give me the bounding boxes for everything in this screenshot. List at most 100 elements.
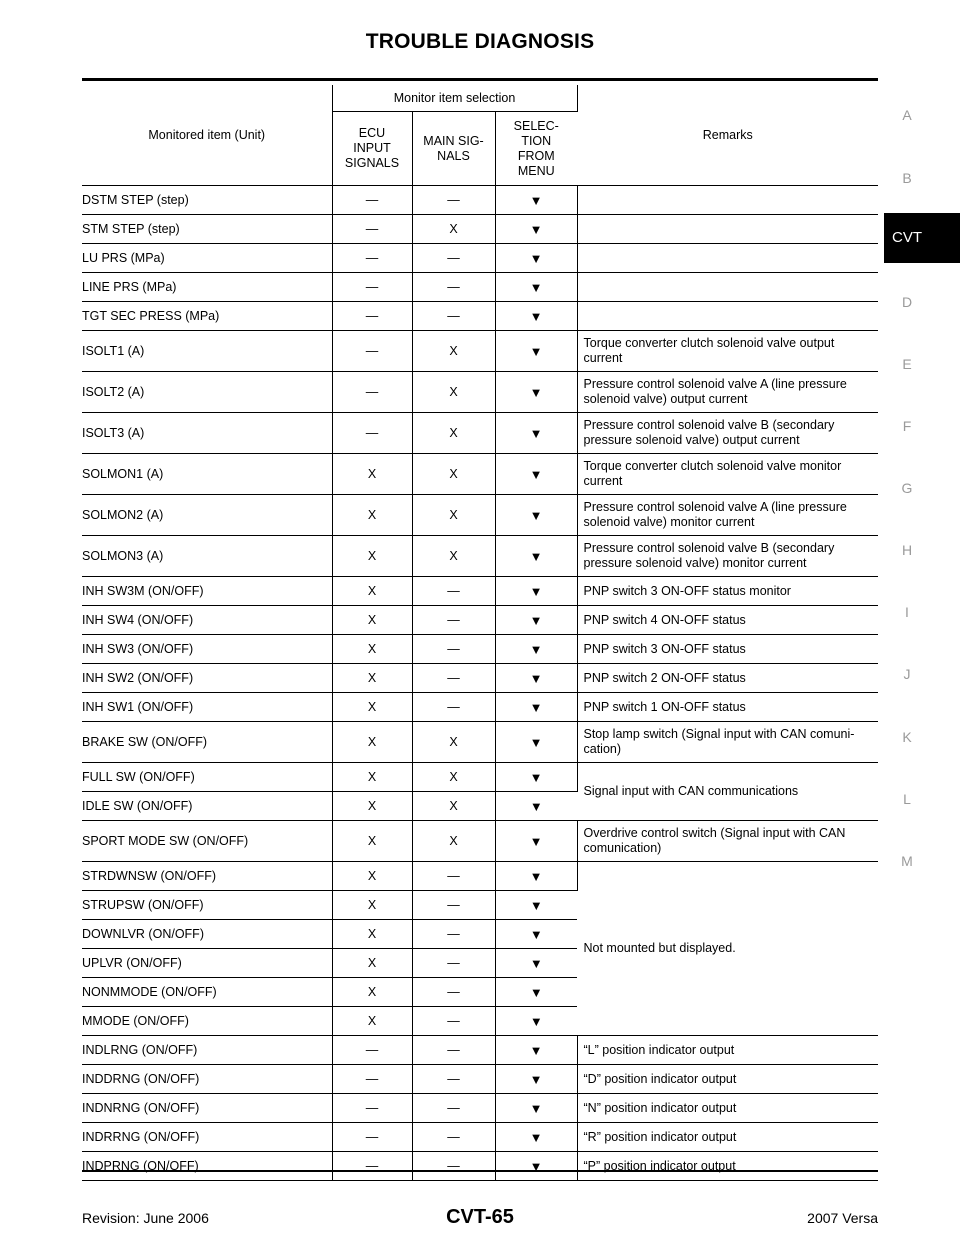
table-row: ISOLT2 (A)—X▼Pressure control solenoid v… [82,371,878,413]
row-selection-triangle-icon: ▼ [495,663,578,693]
row-remarks [577,185,878,215]
row-selection-triangle-icon: ▼ [495,1093,578,1123]
row-main: — [412,692,496,722]
row-selection-triangle-icon: ▼ [495,1035,578,1065]
row-selection-triangle-icon: ▼ [495,371,578,413]
row-item: LINE PRS (MPa) [82,272,333,302]
row-ecu: X [332,861,413,891]
row-ecu: — [332,272,413,302]
row-item: INDRRNG (ON/OFF) [82,1122,333,1152]
section-index-k[interactable]: K [902,729,912,745]
table-row: MMODE (ON/OFF)X—▼ [82,1006,878,1036]
row-ecu: — [332,371,413,413]
row-remarks [577,301,878,331]
row-main: — [412,1122,496,1152]
row-main: X [412,330,496,372]
row-ecu: — [332,214,413,244]
row-selection-triangle-icon: ▼ [495,1151,578,1181]
section-index-m[interactable]: M [901,853,913,869]
row-remarks: Stop lamp switch (Signal input with CAN … [577,721,878,763]
row-remarks: “D” position indicator output [577,1064,878,1094]
section-index-cvt-active[interactable]: CVT [884,213,960,263]
table-row: STRUPSW (ON/OFF)X—▼ [82,890,878,920]
row-main: — [412,272,496,302]
row-remarks: “P” position indicator output [577,1151,878,1181]
row-item: INDDRNG (ON/OFF) [82,1064,333,1094]
page-title: TROUBLE DIAGNOSIS [365,30,595,53]
row-main: — [412,301,496,331]
row-ecu: X [332,494,413,536]
section-index-e[interactable]: E [902,356,912,372]
row-main: — [412,1093,496,1123]
row-item: INH SW4 (ON/OFF) [82,605,333,635]
row-main: X [412,535,496,577]
row-item: FULL SW (ON/OFF) [82,762,333,792]
section-index-j[interactable]: J [903,666,911,682]
row-item: INH SW3M (ON/OFF) [82,576,333,606]
row-ecu: X [332,1006,413,1036]
row-item: STM STEP (step) [82,214,333,244]
row-ecu: X [332,820,413,862]
row-item: MMODE (ON/OFF) [82,1006,333,1036]
row-remarks [577,272,878,302]
section-index-a[interactable]: A [902,107,912,123]
table-row: STM STEP (step)—X▼ [82,214,878,244]
monitor-item-table: Monitored item (Unit) Monitor item selec… [82,85,878,1181]
row-item: SOLMON3 (A) [82,535,333,577]
row-main: — [412,185,496,215]
row-selection-triangle-icon: ▼ [495,919,577,949]
row-ecu: X [332,919,413,949]
row-item: ISOLT3 (A) [82,412,333,454]
row-main: — [412,919,496,949]
row-ecu: X [332,453,413,495]
row-main: — [412,1035,496,1065]
section-index-f[interactable]: F [902,418,912,434]
row-remarks: Not mounted but displayed. [577,861,878,1036]
row-item: SOLMON1 (A) [82,453,333,495]
row-item: INDLRNG (ON/OFF) [82,1035,333,1065]
row-main: X [412,412,496,454]
row-item: TGT SEC PRESS (MPa) [82,301,333,331]
table-row: INDPRNG (ON/OFF)——▼“P” position indicato… [82,1151,878,1181]
row-remarks: “L” position indicator output [577,1035,878,1065]
table-row: LU PRS (MPa)——▼ [82,243,878,273]
row-selection-triangle-icon: ▼ [495,412,578,454]
section-index-i[interactable]: I [905,604,909,620]
row-remarks: Pressure control solenoid valve B (secon… [577,412,878,454]
row-remarks [577,243,878,273]
section-index-h[interactable]: H [901,542,913,558]
header-monitored-item: Monitored item (Unit) [82,85,333,186]
section-index-b[interactable]: B [902,170,912,186]
table-row: INH SW1 (ON/OFF)X—▼PNP switch 1 ON-OFF s… [82,692,878,722]
row-selection-triangle-icon: ▼ [495,1064,578,1094]
row-main: — [412,605,496,635]
row-main: — [412,1006,496,1036]
row-selection-triangle-icon: ▼ [495,820,578,862]
row-main: — [412,890,496,920]
section-index-l[interactable]: L [903,791,911,807]
section-index-g[interactable]: G [901,480,913,496]
row-main: — [412,634,496,664]
row-selection-triangle-icon: ▼ [495,535,578,577]
row-ecu: X [332,721,413,763]
row-ecu: X [332,634,413,664]
row-selection-triangle-icon: ▼ [495,861,578,891]
row-main: — [412,948,496,978]
row-ecu: X [332,576,413,606]
row-selection-triangle-icon: ▼ [495,453,578,495]
section-index-d[interactable]: D [901,294,913,310]
row-selection-triangle-icon: ▼ [495,721,578,763]
row-main: X [412,453,496,495]
row-item: ISOLT2 (A) [82,371,333,413]
row-remarks: Overdrive control switch (Signal input w… [577,820,878,862]
row-ecu: — [332,1122,413,1152]
row-remarks: PNP switch 3 ON-OFF status monitor [577,576,878,606]
row-selection-triangle-icon: ▼ [495,272,578,302]
row-ecu: — [332,330,413,372]
row-selection-triangle-icon: ▼ [495,494,578,536]
